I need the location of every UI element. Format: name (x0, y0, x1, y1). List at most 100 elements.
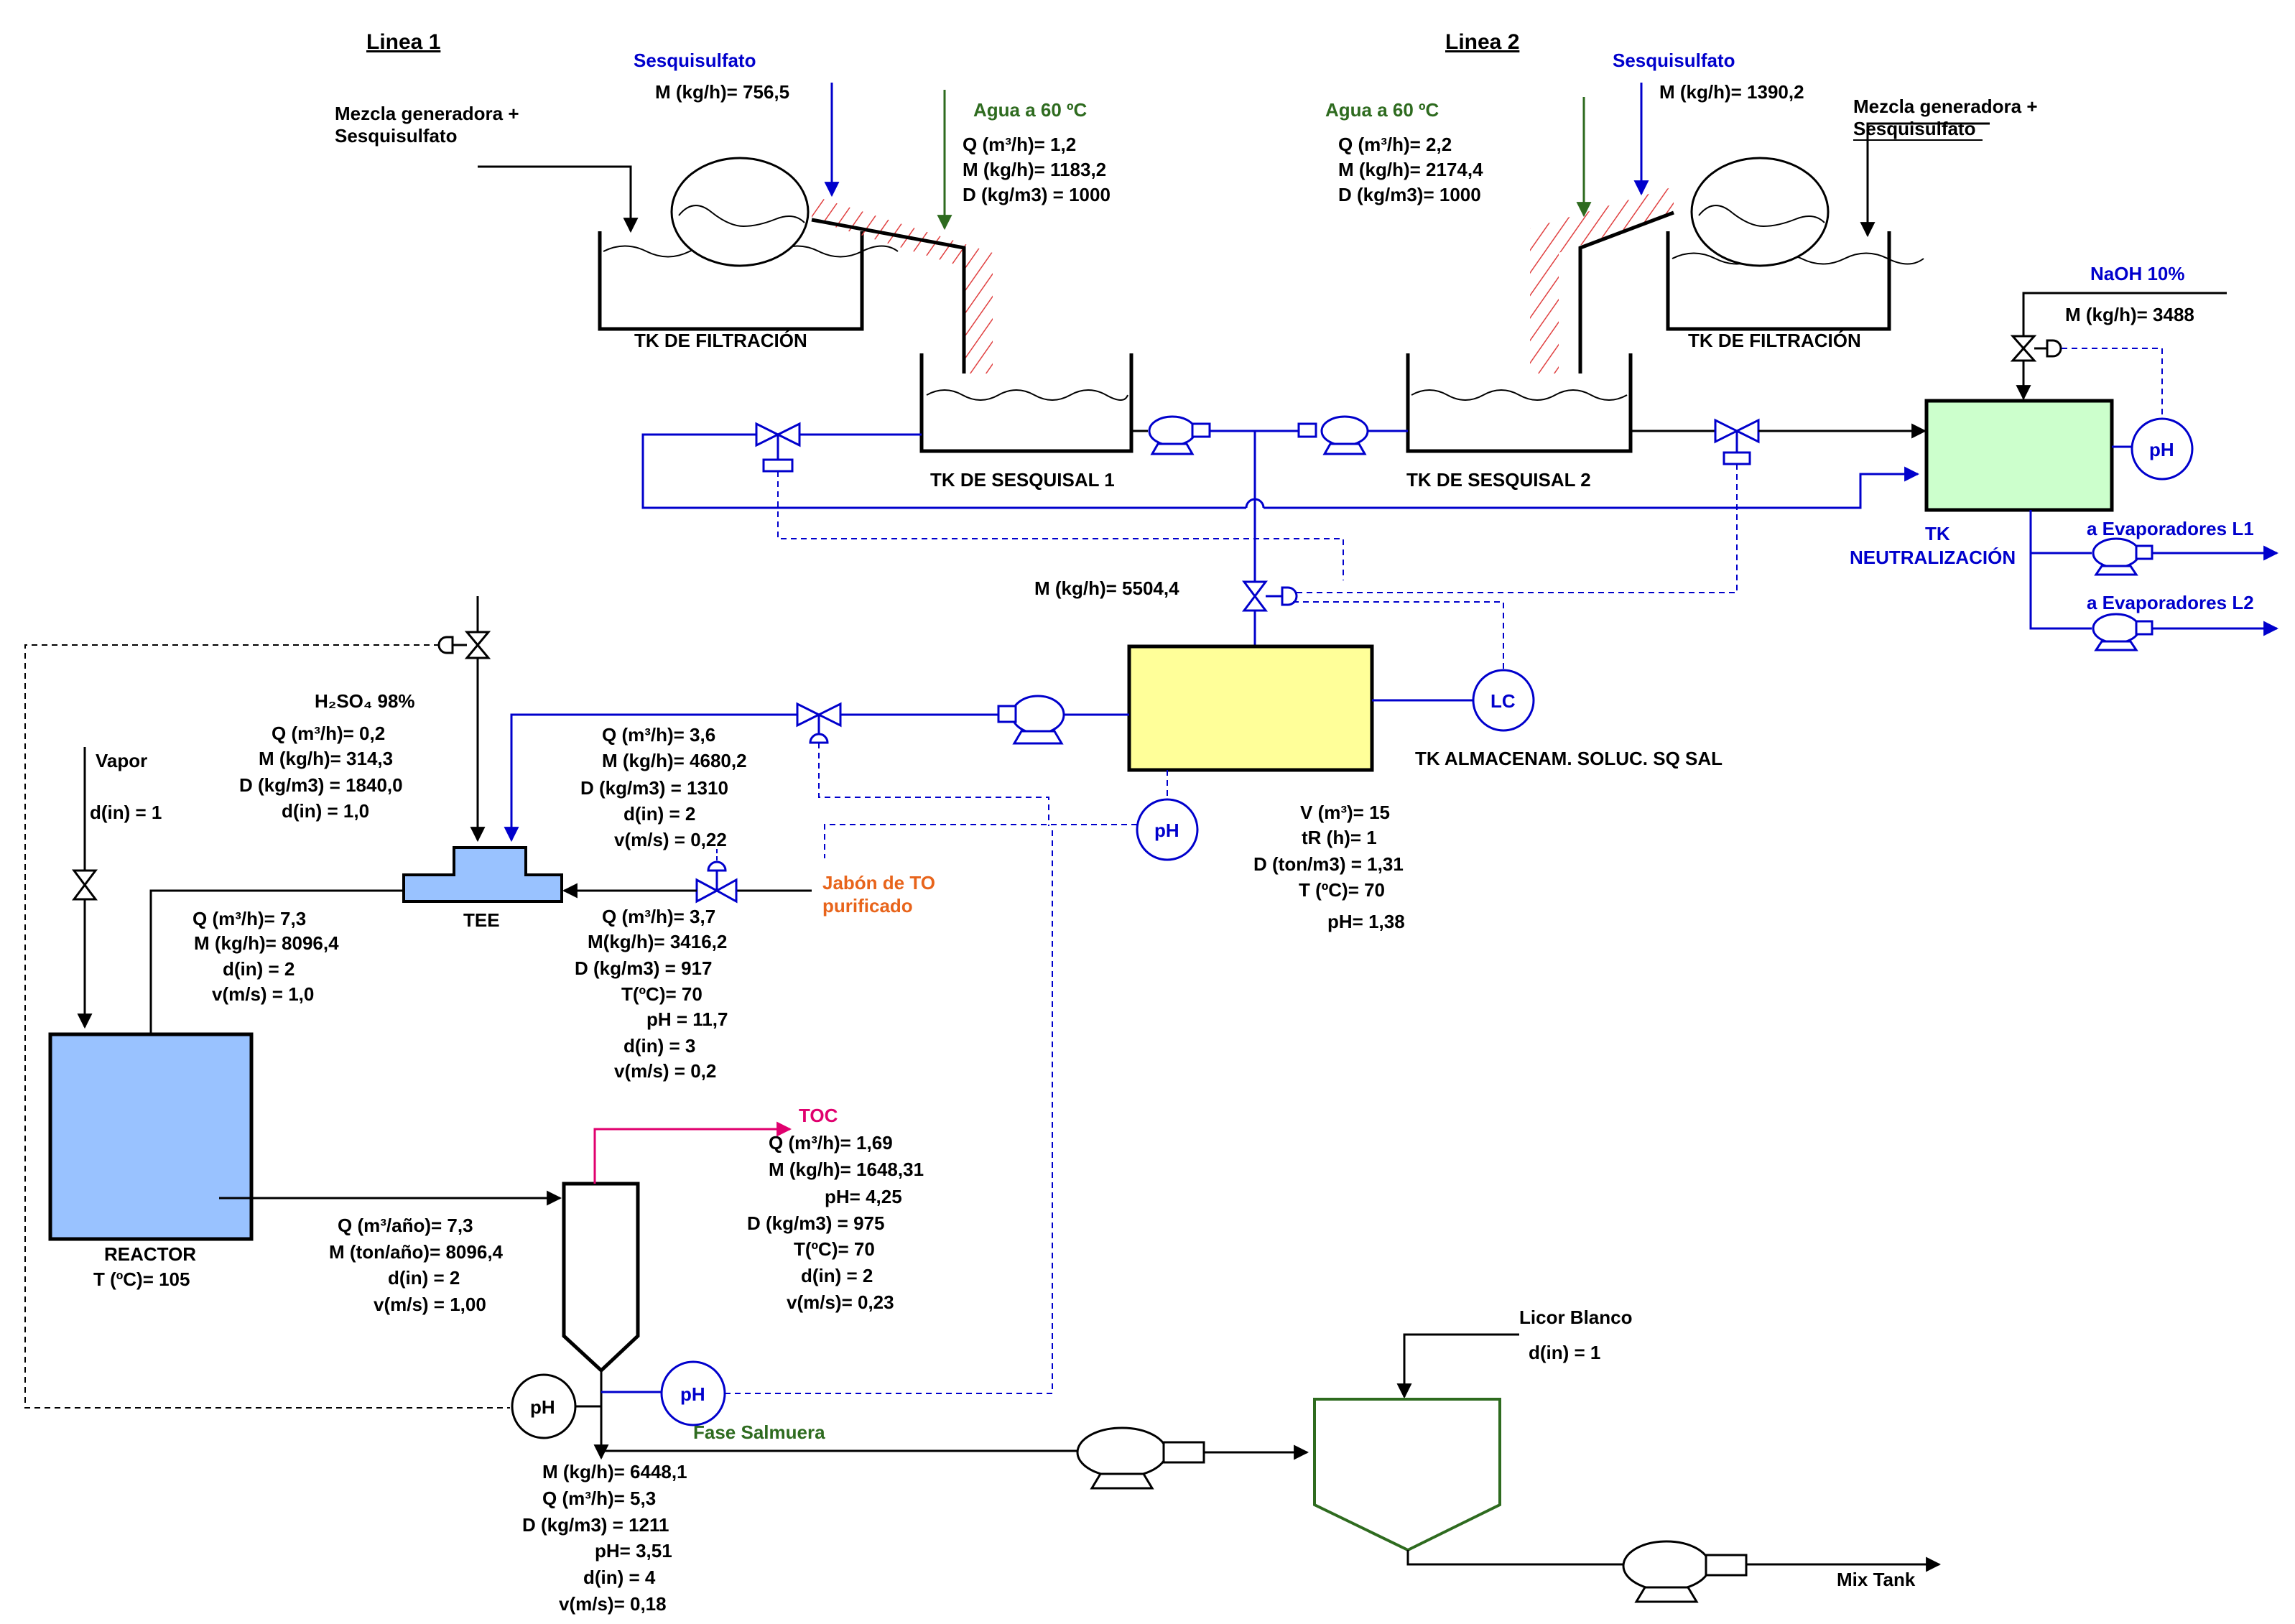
almacenam-ph: pH= 1,38 (1327, 911, 1405, 932)
line2-agua-d: D (kg/m3)= 1000 (1338, 184, 1481, 205)
solution-d: D (kg/m3) = 1310 (580, 777, 728, 799)
level-controller-text: LC (1490, 690, 1516, 712)
toc-d: D (kg/m3) = 975 (747, 1212, 884, 1234)
h2so4-m: M (kg/h)= 314,3 (259, 748, 393, 769)
h2so4-ph-signal (24, 644, 510, 1409)
h2so4-title: H₂SO₄ 98% (315, 690, 415, 712)
toc-ph: pH= 4,25 (825, 1186, 902, 1207)
licor-title: Licor Blanco (1519, 1307, 1632, 1328)
line2-filter-tank (1666, 157, 1924, 331)
jabon-q: Q (m³/h)= 3,7 (602, 906, 715, 927)
line2-agua-m: M (kg/h)= 2174,4 (1338, 159, 1483, 180)
licor-pipe (1396, 1333, 1519, 1399)
reactor-feed-din: d(in) = 2 (223, 958, 295, 980)
brine-ph-signal (725, 826, 1053, 1394)
brine-ph-text: pH (680, 1383, 705, 1405)
reactor-feed-m: M (kg/h)= 8096,4 (194, 932, 339, 954)
toc-v: v(m/s)= 0,23 (787, 1291, 894, 1313)
line2-agua-title: Agua a 60 ºC (1325, 99, 1439, 121)
line1-agua-title: Agua a 60 ºC (973, 99, 1088, 121)
tee-label: TEE (463, 909, 500, 931)
ph-to-jabon-signal (824, 824, 1137, 858)
evap2-label: a Evaporadores L2 (2087, 592, 2254, 613)
reactor-vessel (48, 1032, 254, 1241)
line2-sesquisal-pump (1297, 415, 1369, 455)
solution-v: v(m/s) = 0,22 (614, 829, 727, 850)
line2-mezcla-line1: Mezcla generadora + (1853, 96, 2038, 117)
reactor-out-v: v(m/s) = 1,00 (374, 1294, 486, 1315)
vapor-valve (72, 869, 98, 901)
line1-chute (811, 218, 966, 373)
line1-valve-signal (777, 471, 1344, 580)
neutralizacion-label-line2: NEUTRALIZACIÓN (1850, 547, 2016, 568)
almacenam-v: V (m³)= 15 (1300, 802, 1390, 823)
naoh-ph-signal (2062, 348, 2163, 420)
neutralizacion-label-line1: TK (1925, 523, 1950, 544)
storage-feed-valve (1242, 580, 1298, 612)
evap1-pipe (2029, 510, 2092, 555)
jabon-control-valve (695, 860, 738, 904)
neutralizacion-ph-text: pH (2149, 439, 2174, 460)
line1-title: Linea 1 (366, 30, 440, 54)
almacenam-label: TK ALMACENAM. SOLUC. SQ SAL (1415, 748, 1723, 769)
line1-sesquisulfato-label: Sesquisulfato (634, 50, 756, 71)
salmuera-title: Fase Salmuera (693, 1421, 825, 1443)
toc-m: M (kg/h)= 1648,31 (769, 1159, 924, 1180)
line1-sesquisal-pump (1148, 415, 1211, 455)
line2-title: Linea 2 (1445, 30, 1519, 54)
level-controller (1472, 669, 1535, 732)
solution-to-tee (504, 713, 797, 843)
toc-t: T(ºC)= 70 (794, 1238, 875, 1260)
line1-filter-tank-label: TK DE FILTRACIÓN (634, 330, 807, 351)
solution-q: Q (m³/h)= 3,6 (602, 724, 715, 746)
evap1-pump (2092, 537, 2153, 576)
line2-valve-signal (1293, 464, 1738, 593)
h2so4-din: d(in) = 1,0 (282, 800, 369, 822)
h2so4-d: D (kg/m3) = 1840,0 (239, 774, 403, 796)
line1-chute-hatch (812, 195, 993, 373)
reactor-out-q: Q (m³/año)= 7,3 (338, 1215, 473, 1236)
jabon-din: d(in) = 3 (623, 1035, 695, 1057)
reactor-temperature: T (ºC)= 105 (93, 1268, 190, 1290)
brine-pump (1076, 1426, 1205, 1490)
jabon-t: T(ºC)= 70 (621, 983, 703, 1005)
neutralizacion-ph-indicator (2131, 417, 2194, 481)
line2-chute-hatch (1530, 187, 1674, 373)
line2-control-valve (1714, 418, 1760, 465)
line2-chute (1578, 210, 1674, 373)
feed-mass-label: M (kg/h)= 5504,4 (1034, 577, 1179, 599)
reactor-ph-indicator (511, 1373, 577, 1439)
salmuera-q: Q (m³/h)= 5,3 (542, 1488, 656, 1509)
h2so4-control-valve (437, 631, 491, 659)
h2so4-q: Q (m³/h)= 0,2 (272, 723, 385, 744)
toc-title: TOC (799, 1105, 838, 1126)
decanter (562, 1182, 640, 1373)
line1-sesquisal-tank-label: TK DE SESQUISAL 1 (930, 469, 1115, 491)
recycle-to-neutralizacion (1264, 466, 1920, 509)
almacenam-tank (1127, 644, 1374, 772)
line1-sesquisulfato-mass: M (kg/h)= 756,5 (655, 81, 789, 103)
salmuera-ph: pH= 3,51 (595, 1540, 672, 1562)
line1-control-valve (755, 422, 801, 473)
jabon-m: M(kg/h)= 3416,2 (588, 931, 727, 952)
naoh-title: NaOH 10% (2090, 263, 2185, 284)
mix-tank-pump (1622, 1540, 1748, 1603)
almacenam-tr: tR (h)= 1 (1302, 827, 1377, 848)
reactor-ph-text: pH (530, 1396, 555, 1418)
line2-agua-q: Q (m³/h)= 2,2 (1338, 134, 1452, 155)
jabon-line2: purificado (822, 895, 913, 917)
jabon-ph: pH = 11,7 (646, 1008, 728, 1030)
salmuera-v: v(m/s)= 0,18 (559, 1593, 667, 1615)
naoh-pipe (2022, 292, 2227, 336)
evap1-label: a Evaporadores L1 (2087, 518, 2254, 539)
line2-sesquisal-tank (1406, 353, 1633, 453)
mix-tank-label: Mix Tank (1837, 1569, 1916, 1590)
reactor-feed-q: Q (m³/h)= 7,3 (193, 908, 306, 929)
line1-agua-m: M (kg/h)= 1183,2 (963, 159, 1106, 180)
naoh-mass: M (kg/h)= 3488 (2065, 304, 2194, 325)
toc-q: Q (m³/h)= 1,69 (769, 1132, 893, 1154)
line2-sesquisulfato-mass: M (kg/h)= 1390,2 (1659, 81, 1804, 103)
line2-mezcla-arrow (1860, 122, 1990, 238)
storage-outlet-pump (997, 695, 1065, 745)
